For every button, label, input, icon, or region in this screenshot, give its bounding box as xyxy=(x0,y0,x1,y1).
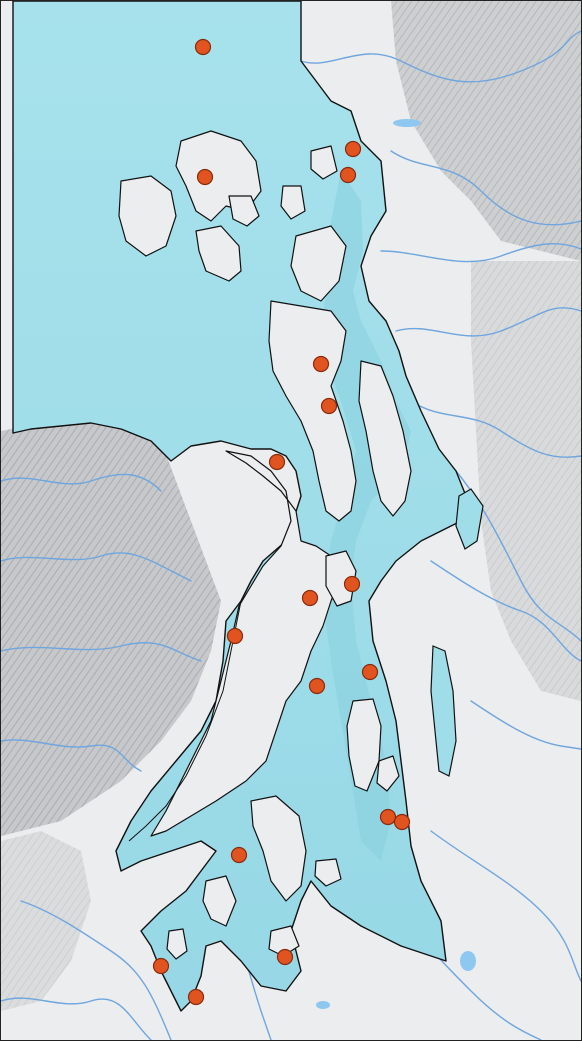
station-marker[interactable] xyxy=(379,808,397,826)
lopez-island xyxy=(195,225,242,282)
station-marker[interactable] xyxy=(308,677,326,695)
station-marker[interactable] xyxy=(194,38,212,56)
fox-island xyxy=(314,858,342,887)
camano-island xyxy=(358,360,412,517)
station-marker[interactable] xyxy=(361,663,379,681)
everett-delta xyxy=(455,488,484,550)
whidbey-island xyxy=(268,300,357,522)
guemes-island xyxy=(310,145,338,180)
station-markers xyxy=(152,38,411,1006)
station-marker[interactable] xyxy=(196,168,214,186)
san-juan-island xyxy=(118,175,177,257)
west-lowland-relief xyxy=(1,831,91,1011)
hood-canal-shore xyxy=(128,600,242,842)
squaxin-island xyxy=(166,928,188,960)
bainbridge-island xyxy=(325,550,357,607)
lake-washington xyxy=(430,645,457,777)
station-marker[interactable] xyxy=(226,627,244,645)
station-marker[interactable] xyxy=(344,140,362,158)
vashon-island xyxy=(346,698,382,792)
station-marker[interactable] xyxy=(187,988,205,1006)
station-marker[interactable] xyxy=(152,957,170,975)
kitsap-peninsula xyxy=(150,450,342,837)
lakes xyxy=(186,119,476,1009)
station-marker[interactable] xyxy=(393,813,411,831)
key-peninsula xyxy=(250,795,307,902)
maury-island xyxy=(376,755,400,792)
anderson-island xyxy=(268,925,300,957)
station-marker[interactable] xyxy=(320,397,338,415)
station-marker[interactable] xyxy=(301,589,319,607)
station-marker[interactable] xyxy=(312,355,330,373)
islands xyxy=(118,130,412,960)
fidalgo-island xyxy=(290,225,347,302)
station-marker[interactable] xyxy=(268,453,286,471)
olympic-mountains xyxy=(1,419,221,836)
station-marker[interactable] xyxy=(230,846,248,864)
station-marker[interactable] xyxy=(339,166,357,184)
cascade-foothills-mid xyxy=(471,261,581,701)
cypress-island xyxy=(280,185,306,220)
shaw-island xyxy=(228,195,260,227)
station-marker[interactable] xyxy=(276,948,294,966)
station-marker[interactable] xyxy=(343,575,361,593)
harstine-island xyxy=(202,875,237,927)
